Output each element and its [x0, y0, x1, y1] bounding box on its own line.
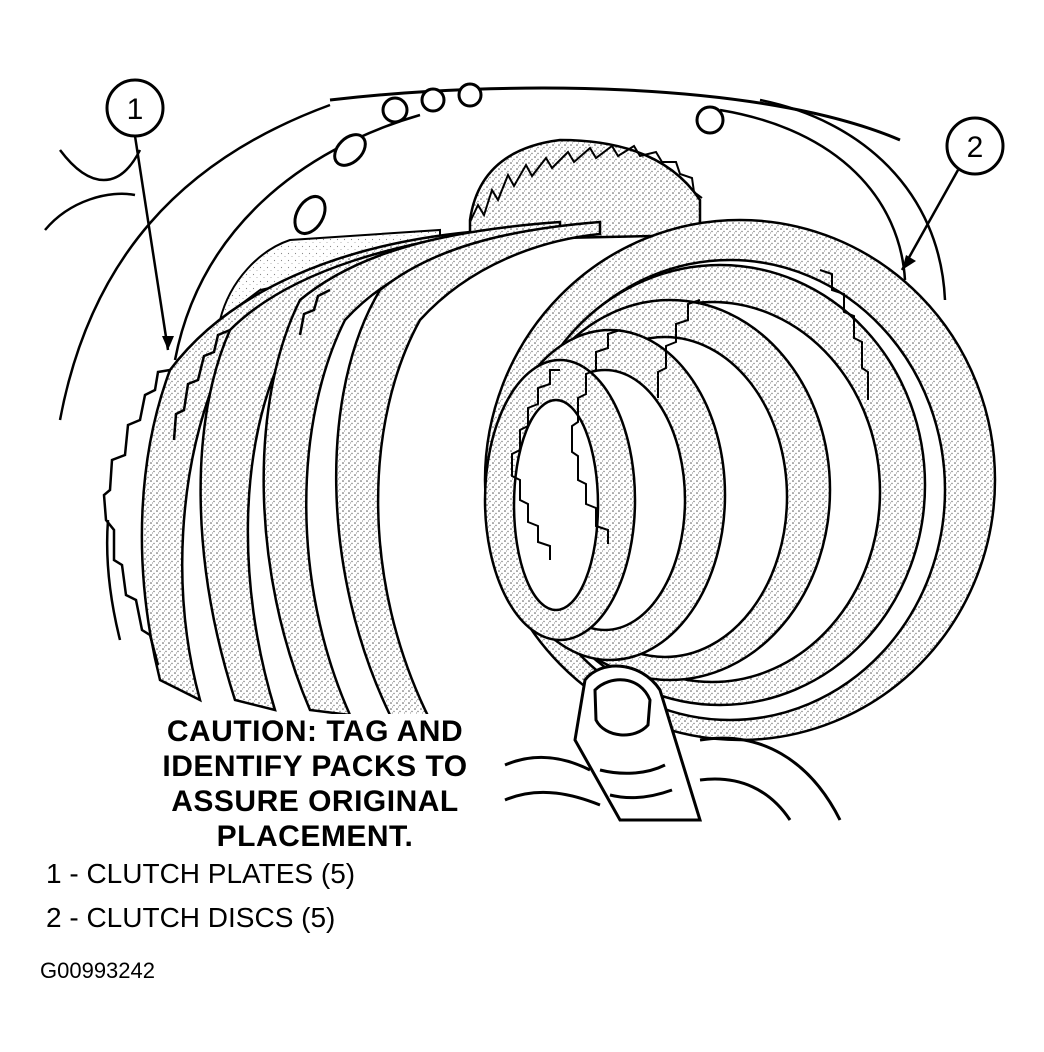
- clutch-plate-4: [335, 220, 602, 722]
- caution-line-3: ASSURE ORIGINAL: [171, 785, 459, 818]
- hand-illustration: [504, 664, 842, 822]
- figure-id: G00993242: [40, 958, 155, 983]
- clutch-plates-stack: [140, 220, 602, 722]
- disc-inner-splines: [511, 269, 869, 560]
- legend-item-clutch-discs: 2 - CLUTCH DISCS (5): [46, 902, 336, 933]
- callout-1: 1: [105, 78, 174, 351]
- clutch-plate-3: [262, 220, 562, 717]
- caution-line-4: PLACEMENT.: [216, 820, 414, 853]
- caution-line-2: IDENTIFY PACKS TO: [162, 750, 468, 783]
- legend: 1 - CLUTCH PLATES (5) 2 - CLUTCH DISCS (…: [46, 852, 355, 940]
- callout-2-number: 2: [967, 131, 984, 164]
- housing-holes: [274, 82, 725, 283]
- plate-teeth: [102, 288, 331, 666]
- callout-2: 2: [900, 116, 1005, 271]
- callout-1-number: 1: [127, 93, 144, 126]
- caution-line-1: CAUTION: TAG AND: [166, 715, 464, 748]
- legend-item-clutch-plates: 1 - CLUTCH PLATES (5): [46, 858, 356, 889]
- clutch-discs-stack: [483, 218, 997, 742]
- caution-note: CAUTION: TAG AND IDENTIFY PACKS TO ASSUR…: [130, 714, 500, 854]
- transmission-housing: [44, 86, 947, 641]
